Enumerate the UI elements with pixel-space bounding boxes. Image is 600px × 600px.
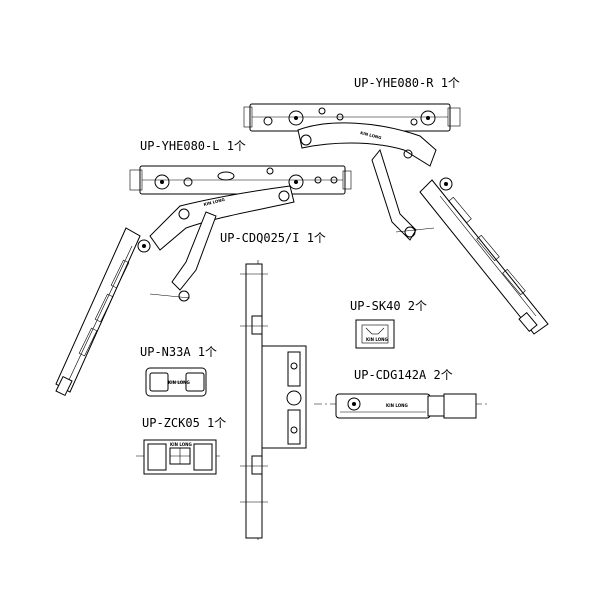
hinge-stay-left: KIN LONG	[55, 165, 352, 397]
transmission-rod	[240, 260, 307, 540]
label-up-yhe080-l: UP-YHE080-L 1个	[140, 139, 246, 153]
n33a-logo: KIN LONG	[168, 380, 190, 385]
hinge-stay-right: KIN LONG	[243, 103, 549, 335]
cdg142a-logo: KIN LONG	[386, 403, 408, 408]
keeper-cdg142a: KIN LONG	[314, 393, 490, 419]
zck05-logo: KIN LONG	[170, 442, 192, 447]
keeper-zck05: KIN LONG	[136, 439, 220, 475]
label-up-n33a: UP-N33A 1个	[140, 345, 217, 359]
label-up-cdg142a: UP-CDG142A 2个	[354, 368, 453, 382]
connector-n33a: KIN LONG	[145, 367, 207, 397]
yhe080r-logo: KIN LONG	[360, 130, 382, 140]
striker-sk40: KIN LONG	[355, 319, 395, 349]
label-up-sk40: UP-SK40 2个	[350, 299, 427, 313]
yhe080l-logo: KIN LONG	[203, 197, 225, 207]
label-up-zck05: UP-ZCK05 1个	[142, 416, 226, 430]
label-up-cdq025: UP-CDQ025/I 1个	[220, 231, 326, 245]
sk40-logo: KIN LONG	[366, 337, 388, 342]
label-up-yhe080-r: UP-YHE080-R 1个	[354, 76, 460, 90]
